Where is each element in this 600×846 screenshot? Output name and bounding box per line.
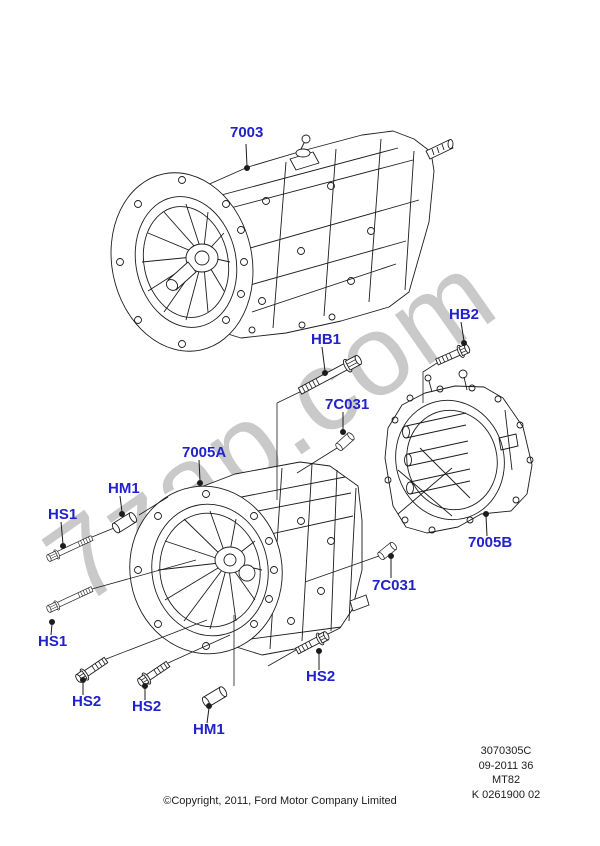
part-label-hb1[interactable]: HB1 — [311, 331, 342, 348]
bolt-hs2-1-art — [72, 654, 111, 686]
plate-model: MT82 — [491, 774, 521, 786]
part-label-7005b[interactable]: 7005B — [468, 534, 513, 551]
gearbox-7005a-art — [129, 461, 370, 656]
part-label-hs2-right[interactable]: HS2 — [306, 668, 336, 685]
pin-hm1-bottom-art — [200, 685, 229, 709]
transmission-7003-art — [110, 130, 454, 352]
plate-code: K 0261900 02 — [471, 788, 541, 801]
part-label-7005a[interactable]: 7005A — [182, 444, 227, 461]
plate-date: 09-2011 36 — [478, 759, 534, 772]
housing-7005b-art — [384, 369, 534, 534]
assembly-axis-lines — [91, 362, 438, 686]
pin-7c031-bottom-art — [376, 540, 399, 562]
part-label-hm1-top[interactable]: HM1 — [108, 480, 140, 497]
part-label-hs1-bottom[interactable]: HS1 — [38, 633, 68, 650]
drawing-plate-info: 3070305C 09-2011 36 MT82 K 0261900 02 — [420, 744, 592, 802]
part-label-7003[interactable]: 7003 — [230, 124, 264, 141]
part-label-hb2[interactable]: HB2 — [449, 306, 480, 323]
part-label-hm1-bottom[interactable]: HM1 — [193, 721, 225, 738]
part-label-7c031-top[interactable]: 7C031 — [325, 396, 370, 413]
part-label-7c031-bottom[interactable]: 7C031 — [372, 577, 417, 594]
copyright-text: ©Copyright, 2011, Ford Motor Company Lim… — [163, 795, 397, 807]
leader-lines — [49, 143, 489, 724]
part-label-hs1-top[interactable]: HS1 — [48, 506, 78, 523]
part-label-hs2-2[interactable]: HS2 — [132, 698, 162, 715]
bolt-hs2-2-art — [134, 658, 173, 690]
part-label-hs2-1[interactable]: HS2 — [72, 693, 102, 710]
plate-number: 3070305C — [480, 745, 532, 757]
